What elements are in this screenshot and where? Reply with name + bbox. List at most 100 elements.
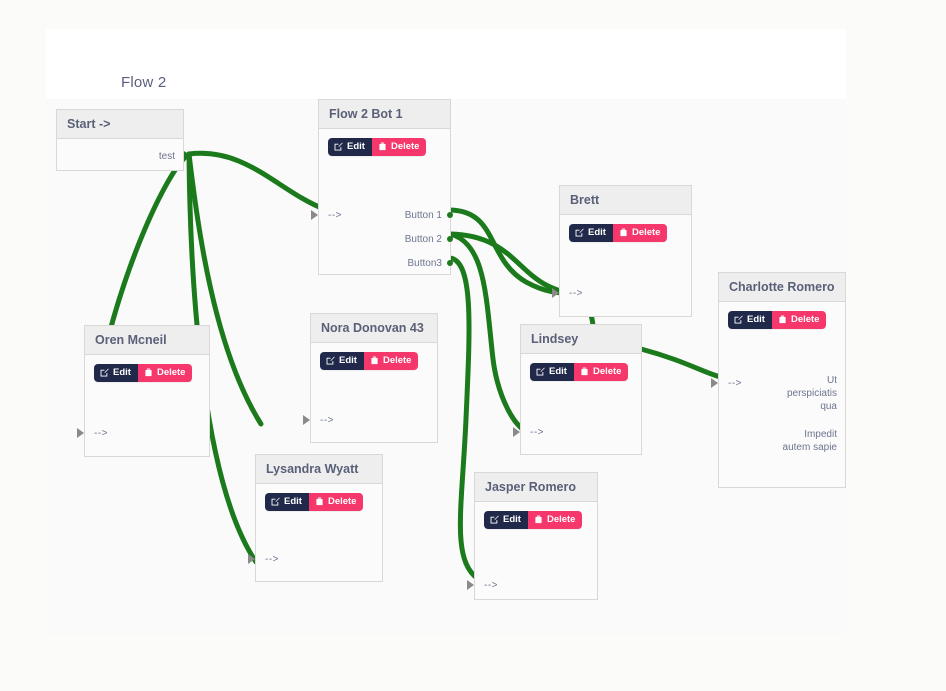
edit-label: Edit — [747, 314, 765, 325]
delete-button[interactable]: Delete — [308, 493, 364, 511]
trash-icon — [370, 356, 379, 365]
port-connector-out[interactable] — [184, 151, 191, 161]
node-body: Edit Delete --> — [513, 354, 641, 454]
node-charlotte-romero[interactable]: Charlotte Romero Edit — [711, 272, 846, 488]
node-actions: Edit Delete — [569, 224, 668, 242]
node-title: Flow 2 Bot 1 — [319, 100, 450, 129]
port-connector-out-3[interactable] — [447, 260, 453, 266]
delete-button[interactable]: Delete — [771, 311, 827, 329]
page-title: Flow 2 — [121, 74, 167, 91]
pencil-square-icon — [490, 515, 499, 524]
edit-label: Edit — [347, 141, 365, 152]
node-lysandra-wyatt[interactable]: Lysandra Wyatt Edit — [248, 454, 383, 582]
edit-button[interactable]: Edit — [265, 493, 309, 511]
node-title: Oren Mcneil — [85, 326, 209, 355]
port-in-label[interactable]: --> — [328, 210, 342, 221]
node-brett[interactable]: Brett Edit — [552, 185, 692, 317]
node-flow-2-bot-1[interactable]: Flow 2 Bot 1 Edit — [311, 99, 453, 275]
delete-label: Delete — [546, 514, 576, 525]
node-actions: Edit Delete — [484, 511, 583, 529]
port-connector-in[interactable] — [552, 288, 559, 298]
port-connector-in[interactable] — [77, 428, 84, 438]
node-jasper-romero[interactable]: Jasper Romero Edit — [467, 472, 598, 600]
node-actions: Edit Delete — [530, 363, 629, 381]
port-in-label[interactable]: --> — [530, 427, 544, 438]
edge-lindsey-to-charlotte — [638, 346, 727, 381]
pencil-square-icon — [575, 228, 584, 237]
port-in-label[interactable]: --> — [728, 378, 742, 389]
port-connector-in[interactable] — [711, 378, 718, 388]
port-out-impedit-autem-sapie[interactable]: Impedit autem sapie — [782, 429, 837, 453]
edit-button[interactable]: Edit — [728, 311, 772, 329]
port-in-label[interactable]: --> — [569, 288, 583, 299]
pencil-square-icon — [100, 368, 109, 377]
node-body: Edit Delete --> — [467, 502, 597, 599]
trash-icon — [580, 367, 589, 376]
port-out-button-1[interactable]: Button 1 — [404, 210, 442, 221]
edit-button[interactable]: Edit — [484, 511, 528, 529]
edit-label: Edit — [549, 366, 567, 377]
edit-button[interactable]: Edit — [328, 138, 372, 156]
node-title: Jasper Romero — [475, 473, 597, 502]
port-in-label[interactable]: --> — [484, 580, 498, 591]
node-body: Edit Delete --> — [248, 484, 382, 581]
trash-icon — [619, 228, 628, 237]
edit-button[interactable]: Edit — [530, 363, 574, 381]
flow-canvas[interactable]: Start -> test Flow 2 Bot 1 — [46, 99, 846, 635]
node-body: Edit Delete --> — [77, 355, 209, 456]
pencil-square-icon — [734, 315, 743, 324]
edit-button[interactable]: Edit — [569, 224, 613, 242]
node-start[interactable]: Start -> test — [56, 109, 191, 171]
edit-button[interactable]: Edit — [320, 352, 364, 370]
edit-label: Edit — [588, 227, 606, 238]
port-connector-in[interactable] — [248, 554, 255, 564]
delete-button[interactable]: Delete — [612, 224, 668, 242]
edit-label: Edit — [113, 367, 131, 378]
delete-label: Delete — [382, 355, 412, 366]
node-title: Lindsey — [521, 325, 641, 354]
trash-icon — [778, 315, 787, 324]
node-actions: Edit Delete — [328, 138, 427, 156]
delete-label: Delete — [156, 367, 186, 378]
delete-button[interactable]: Delete — [527, 511, 583, 529]
pencil-square-icon — [536, 367, 545, 376]
port-connector-out-2[interactable] — [447, 236, 453, 242]
edit-button[interactable]: Edit — [94, 364, 138, 382]
port-in-label[interactable]: --> — [94, 428, 108, 439]
node-title: Nora Donovan 43 — [311, 314, 437, 343]
pencil-square-icon — [326, 356, 335, 365]
delete-label: Delete — [631, 227, 661, 238]
flow-header-panel: Flow 2 — [46, 29, 846, 99]
node-actions: Edit Delete — [94, 364, 193, 382]
port-connector-in[interactable] — [311, 210, 318, 220]
delete-button[interactable]: Delete — [137, 364, 193, 382]
delete-button[interactable]: Delete — [371, 138, 427, 156]
port-connector-in[interactable] — [513, 427, 520, 437]
trash-icon — [315, 497, 324, 506]
port-in-label[interactable]: --> — [320, 415, 334, 426]
port-out-ut-perspiciatis-qua[interactable]: Ut perspiciatis qua — [786, 375, 837, 412]
node-nora-donovan-43[interactable]: Nora Donovan 43 Edit — [303, 313, 438, 443]
port-connector-in[interactable] — [303, 415, 310, 425]
port-out-button-3[interactable]: Button3 — [407, 258, 442, 269]
node-actions: Edit Delete — [265, 493, 364, 511]
port-connector-in[interactable] — [467, 580, 474, 590]
edge-button1-to-brett — [447, 207, 573, 296]
delete-button[interactable]: Delete — [573, 363, 629, 381]
pencil-square-icon — [271, 497, 280, 506]
node-actions: Edit Delete — [320, 352, 419, 370]
port-connector-out-1[interactable] — [447, 212, 453, 218]
edge-button2-to-lindsey — [447, 231, 531, 435]
node-oren-mcneil[interactable]: Oren Mcneil Edit — [77, 325, 210, 457]
trash-icon — [144, 368, 153, 377]
port-out-test[interactable]: test — [158, 151, 175, 162]
trash-icon — [378, 142, 387, 151]
port-out-button-2[interactable]: Button 2 — [404, 234, 442, 245]
port-in-label[interactable]: --> — [265, 554, 279, 565]
node-body: Edit Delete --> — [552, 215, 691, 316]
delete-button[interactable]: Delete — [363, 352, 419, 370]
node-lindsey[interactable]: Lindsey Edit — [513, 324, 642, 455]
node-body: Edit Delete --> — [303, 343, 437, 442]
edit-label: Edit — [503, 514, 521, 525]
trash-icon — [534, 515, 543, 524]
